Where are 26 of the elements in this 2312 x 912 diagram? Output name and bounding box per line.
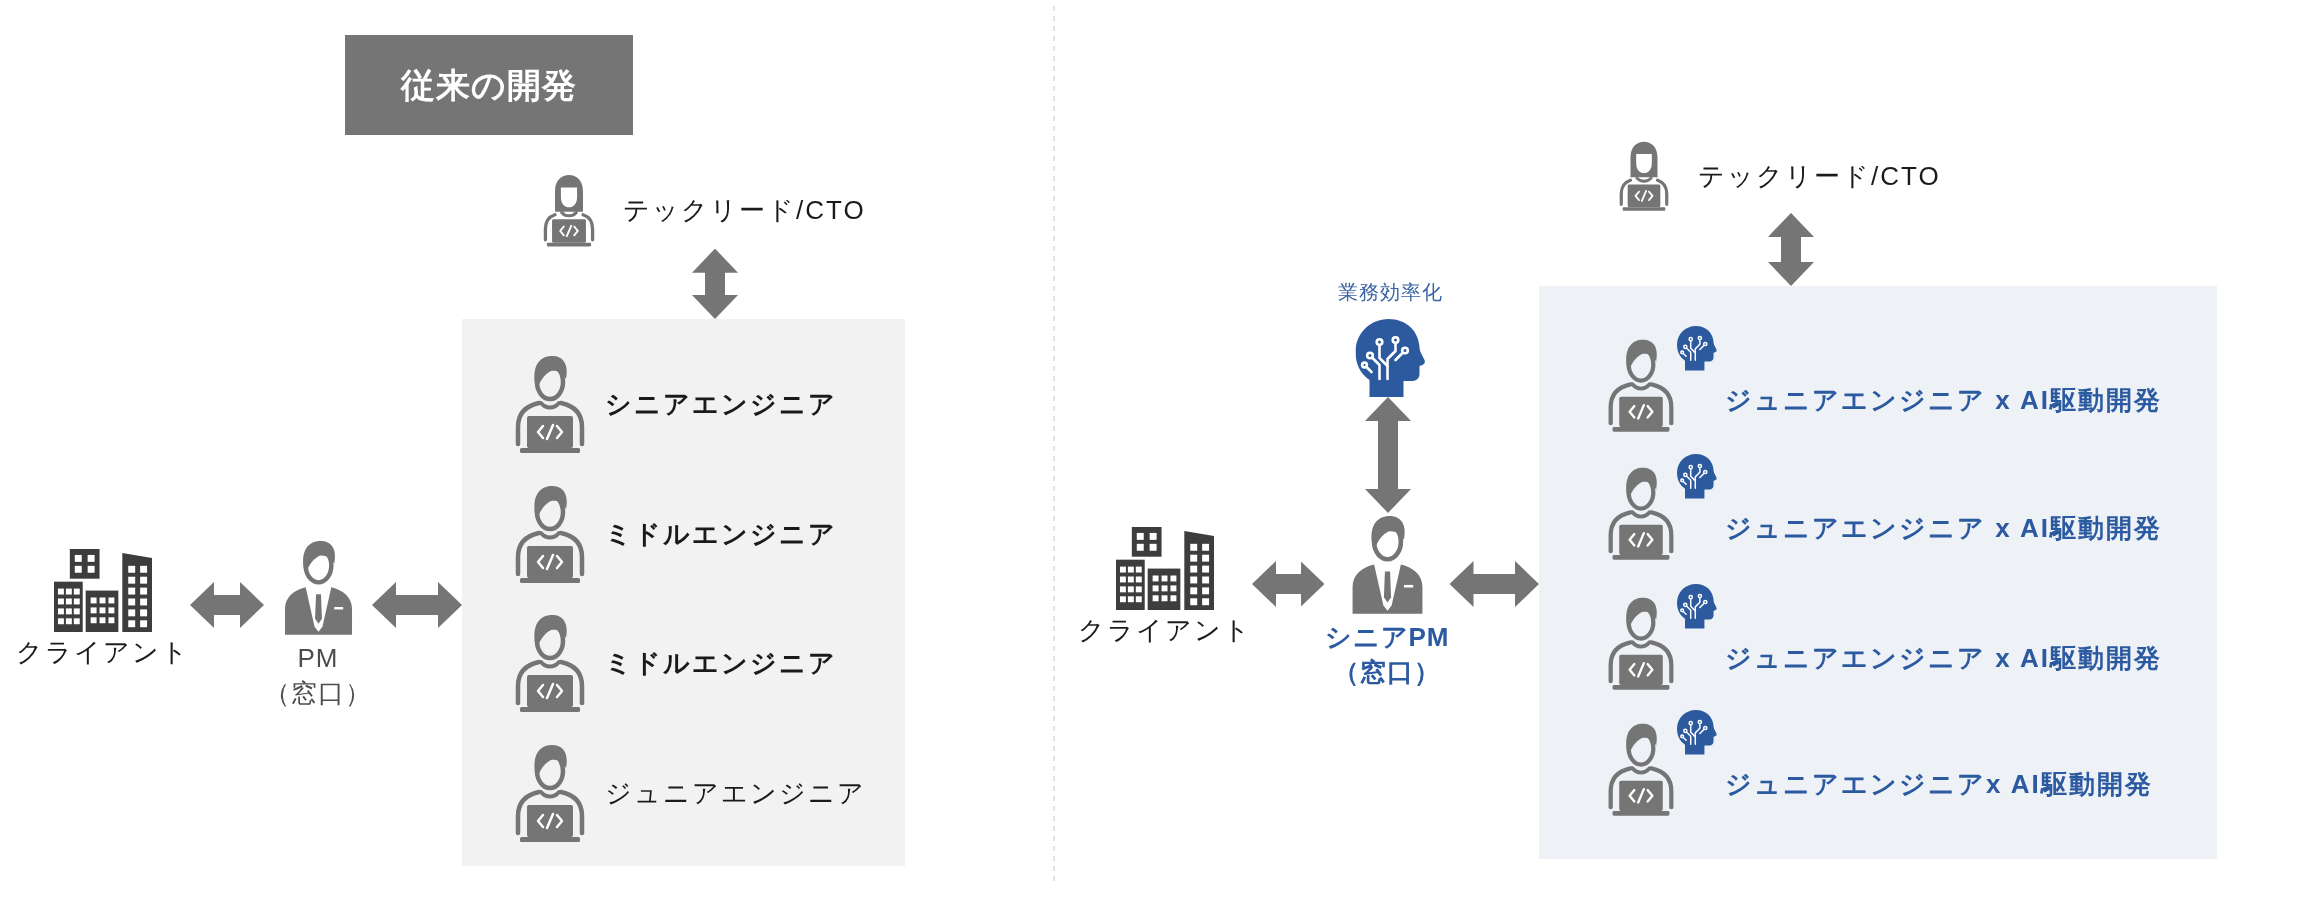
role-label: ジュニアエンジニアx AI駆動開発 <box>1725 768 2153 801</box>
team-panel <box>1539 286 2217 859</box>
double-arrow <box>1365 397 1411 513</box>
team-panel <box>462 319 905 866</box>
role-label: シニアエンジニア <box>605 387 837 421</box>
role-label: PM（窓口） <box>264 641 372 710</box>
double-arrow <box>1252 561 1325 607</box>
role-label: ミドルエンジニア <box>605 517 837 551</box>
client-label: クライアント <box>1078 614 1252 647</box>
title-banner <box>345 35 633 135</box>
role-label: ジュニアエンジニア x AI駆動開発 <box>1725 642 2162 675</box>
double-arrow <box>372 582 462 628</box>
role-label: テックリード/CTO <box>623 194 866 227</box>
role-label: ジュニアエンジニア x AI駆動開発 <box>1725 384 2162 417</box>
role-label: ジュニアエンジニア <box>605 776 866 810</box>
caption-label: 業務効率化 <box>1337 280 1443 305</box>
double-arrow <box>692 248 738 319</box>
role-label: ミドルエンジニア <box>605 646 837 680</box>
role-label: ジュニアエンジニア x AI駆動開発 <box>1725 512 2162 545</box>
double-arrow <box>190 582 264 628</box>
double-arrow <box>1449 561 1539 607</box>
role-label: シニアPM（窓口） <box>1324 620 1450 689</box>
role-label: テックリード/CTO <box>1698 159 1941 193</box>
double-arrow <box>1768 212 1814 286</box>
client-label: クライアント <box>16 636 190 669</box>
title-text: 従来の開発 <box>401 64 577 106</box>
